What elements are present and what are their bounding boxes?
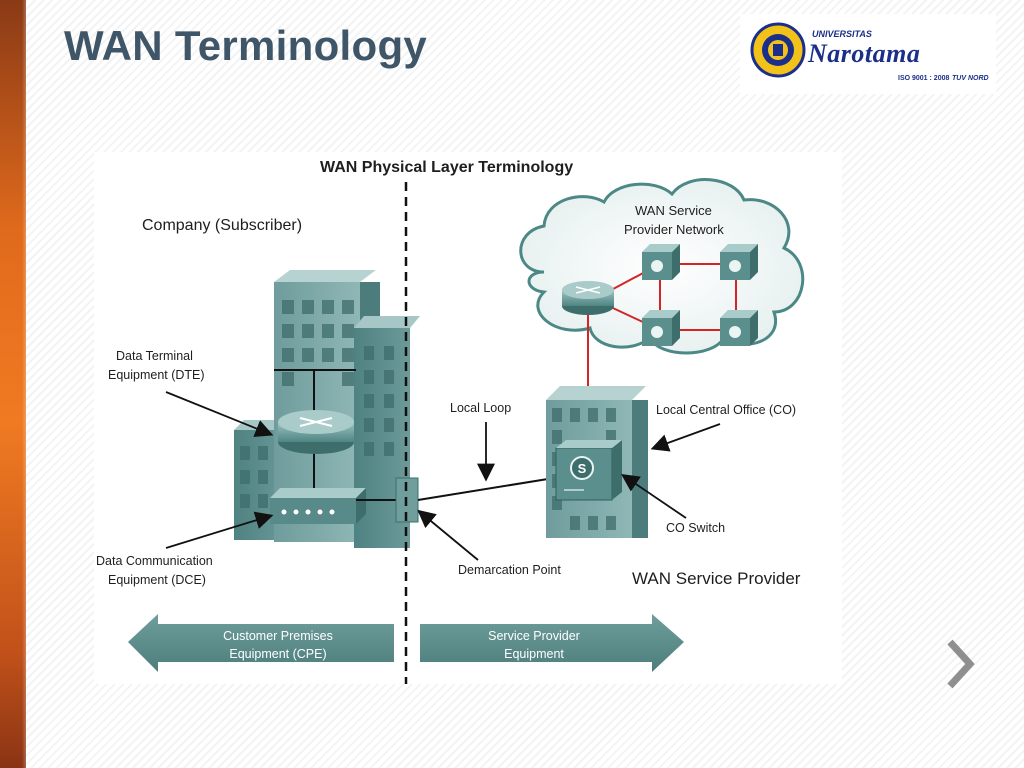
subscriber-label: Company (Subscriber) bbox=[142, 217, 302, 234]
wan-diagram: WAN Physical Layer Terminology Company (… bbox=[94, 152, 842, 684]
cpe-label-line2: Equipment (CPE) bbox=[229, 647, 326, 661]
spe-label-line2: Equipment bbox=[504, 647, 564, 661]
central-office-label: Local Central Office (CO) bbox=[656, 403, 796, 417]
cloud-router-icon bbox=[562, 281, 614, 315]
provider-label: WAN Service Provider bbox=[632, 569, 801, 588]
logo-name: Narotama bbox=[807, 39, 920, 68]
logo-seal bbox=[750, 22, 806, 78]
switch-icon bbox=[720, 244, 758, 280]
spe-label-line1: Service Provider bbox=[488, 629, 580, 643]
cpe-arrow: Customer Premises Equipment (CPE) bbox=[128, 614, 394, 672]
local-loop-label: Local Loop bbox=[450, 401, 511, 415]
cpe-label-line1: Customer Premises bbox=[223, 629, 333, 643]
university-logo: UNIVERSITAS Narotama ISO 9001 : 2008 TUV… bbox=[740, 14, 996, 94]
cloud-switches bbox=[642, 244, 758, 346]
co-switch-label: CO Switch bbox=[666, 521, 725, 535]
dte-label-line2: Equipment (DTE) bbox=[108, 368, 205, 382]
diagram-heading: WAN Physical Layer Terminology bbox=[320, 159, 573, 176]
cloud-label-line1: WAN Service bbox=[635, 203, 712, 218]
page-title: WAN Terminology bbox=[64, 22, 428, 69]
dce-modem-icon bbox=[270, 488, 366, 524]
logo-cert-body: TUV NORD bbox=[952, 75, 989, 82]
demarcation-label: Demarcation Point bbox=[458, 563, 561, 577]
switch-glyph: S bbox=[578, 461, 587, 476]
accent-bar bbox=[0, 0, 26, 768]
switch-icon bbox=[720, 310, 758, 346]
logo-prefix: UNIVERSITAS bbox=[812, 29, 872, 39]
logo-cert: ISO 9001 : 2008 bbox=[898, 75, 949, 82]
dte-label-line1: Data Terminal bbox=[116, 349, 193, 363]
co-switch-icon: S bbox=[555, 440, 622, 501]
cloud-label-line2: Provider Network bbox=[624, 222, 724, 237]
dce-label-line1: Data Communication bbox=[96, 554, 213, 568]
dte-router-icon bbox=[278, 410, 354, 454]
dce-label-line2: Equipment (DCE) bbox=[108, 573, 206, 587]
switch-icon bbox=[642, 244, 680, 280]
chevron-right-icon[interactable] bbox=[944, 636, 978, 692]
switch-icon bbox=[642, 310, 680, 346]
spe-arrow: Service Provider Equipment bbox=[420, 614, 684, 672]
